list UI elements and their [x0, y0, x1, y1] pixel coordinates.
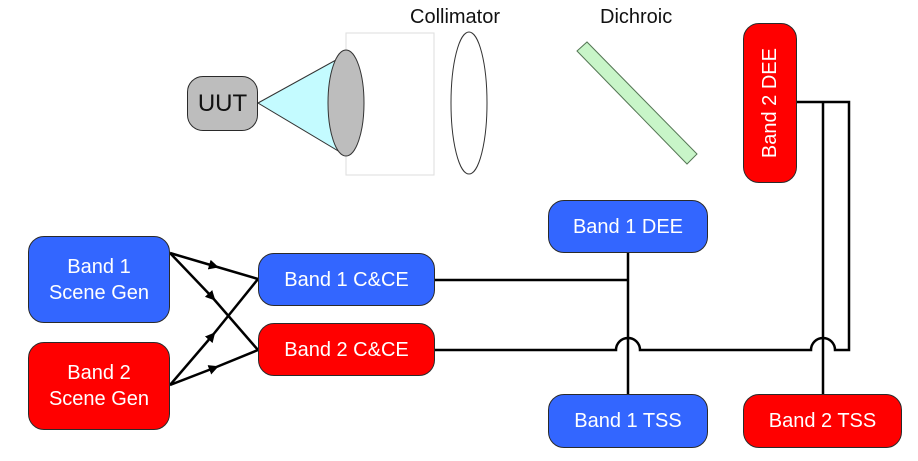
uut-node[interactable]: UUT	[187, 76, 258, 131]
band1-tss-node[interactable]: Band 1 TSS	[548, 394, 708, 448]
band2-tss-label: Band 2 TSS	[768, 410, 877, 432]
band2-scene-gen-line1: Band 2	[67, 362, 131, 384]
dichroic-plate	[576, 41, 698, 165]
band1-dee-node[interactable]: Band 1 DEE	[548, 200, 708, 253]
band1-scene-gen-node[interactable]: Band 1 Scene Gen	[28, 236, 170, 323]
wire-sg1-cce2	[169, 252, 216, 301]
wire-sg2-cce2	[169, 365, 219, 387]
band2-cce-label: Band 2 C&CE	[284, 338, 409, 361]
band2-dee-label: Band 2 DEE	[759, 47, 781, 159]
band1-scene-gen-line1: Band 1	[67, 255, 131, 278]
band1-cce-node[interactable]: Band 1 C&CE	[258, 253, 435, 306]
collimator-label: Collimator	[410, 6, 501, 28]
collimator-lens	[450, 31, 488, 175]
band1-dee-label: Band 1 DEE	[572, 215, 684, 238]
band1-scene-gen-line2: Scene Gen	[48, 281, 150, 304]
cone-aperture-ellipse	[327, 49, 365, 157]
band2-dee-node[interactable]: Band 2 DEE	[743, 23, 797, 183]
dichroic-label: Dichroic	[600, 6, 673, 28]
wire-sg2-cce1	[169, 332, 216, 386]
band2-scene-gen-line2: Scene Gen	[48, 388, 150, 410]
band2-tss-node[interactable]: Band 2 TSS	[743, 394, 902, 448]
band2-cce-node[interactable]: Band 2 C&CE	[258, 323, 435, 376]
uut-label: UUT	[197, 89, 248, 117]
band1-tss-label: Band 1 TSS	[574, 410, 682, 432]
band2-scene-gen-node[interactable]: Band 2 Scene Gen	[28, 342, 170, 430]
wire-cce2-bus	[435, 100, 851, 352]
band1-cce-label: Band 1 C&CE	[284, 268, 409, 291]
wire-sg1-cce1	[169, 251, 219, 270]
